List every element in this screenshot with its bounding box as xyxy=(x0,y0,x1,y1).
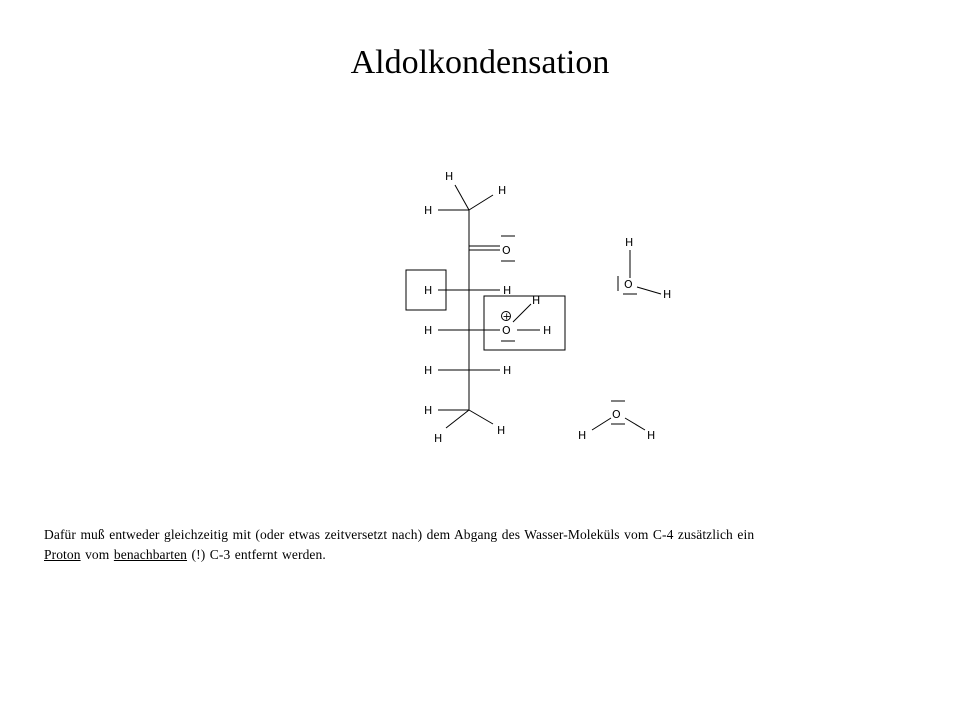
atom-h: H xyxy=(543,324,551,337)
atom-h: H xyxy=(424,204,432,217)
atom-h: H xyxy=(434,432,442,445)
atom-h: H xyxy=(503,364,511,377)
atom-h: H xyxy=(503,284,511,297)
water-top-atom-h: H xyxy=(663,288,671,301)
atom-h: H xyxy=(424,404,432,417)
charge-label: + xyxy=(503,312,511,323)
page-title: Aldolkondensation xyxy=(350,44,610,81)
bond-c1-h-right xyxy=(468,194,494,211)
water-bottom-atom-o: O xyxy=(612,408,621,421)
water-bottom-bond-oh-right xyxy=(624,417,646,431)
water-top-atom-o: O xyxy=(624,278,633,291)
atom-h: H xyxy=(424,324,432,337)
caption-line-1: Dafür muß entweder gleichzeitig mit (ode… xyxy=(44,527,755,542)
atom-h: H xyxy=(532,294,540,307)
caption-word-benachbarten: benachbarten xyxy=(113,547,188,562)
bond-c1-h-top xyxy=(454,184,470,211)
caption-text-end: (!) C-3 entfernt werden. xyxy=(187,547,326,562)
caption: Dafür muß entweder gleichzeitig mit (ode… xyxy=(44,525,924,565)
water-bottom-atom-h: H xyxy=(647,429,655,442)
water-bottom-atom-h: H xyxy=(578,429,586,442)
bond-c6-h-bottom-left xyxy=(445,409,470,429)
charge-circle xyxy=(501,311,511,321)
water-top-atom-h: H xyxy=(625,236,633,249)
bond-c6-h-bottom-right xyxy=(468,409,494,425)
atom-h: H xyxy=(445,170,453,183)
caption-word-proton: Proton xyxy=(44,547,81,562)
atom-h: H xyxy=(424,364,432,377)
atom-h: H xyxy=(497,424,505,437)
highlight-box-water-group xyxy=(483,295,566,351)
highlight-box-proton xyxy=(405,269,447,311)
atom-h: H xyxy=(498,184,506,197)
caption-text-vom: vom xyxy=(80,547,114,562)
atom-o: O xyxy=(502,324,511,337)
bond-o-h-top xyxy=(512,303,532,323)
water-bottom-bond-oh-left xyxy=(591,417,612,431)
atom-o: O xyxy=(502,244,511,257)
water-top-bond-oh-right xyxy=(636,286,662,295)
atom-h-boxed: H xyxy=(424,284,432,297)
